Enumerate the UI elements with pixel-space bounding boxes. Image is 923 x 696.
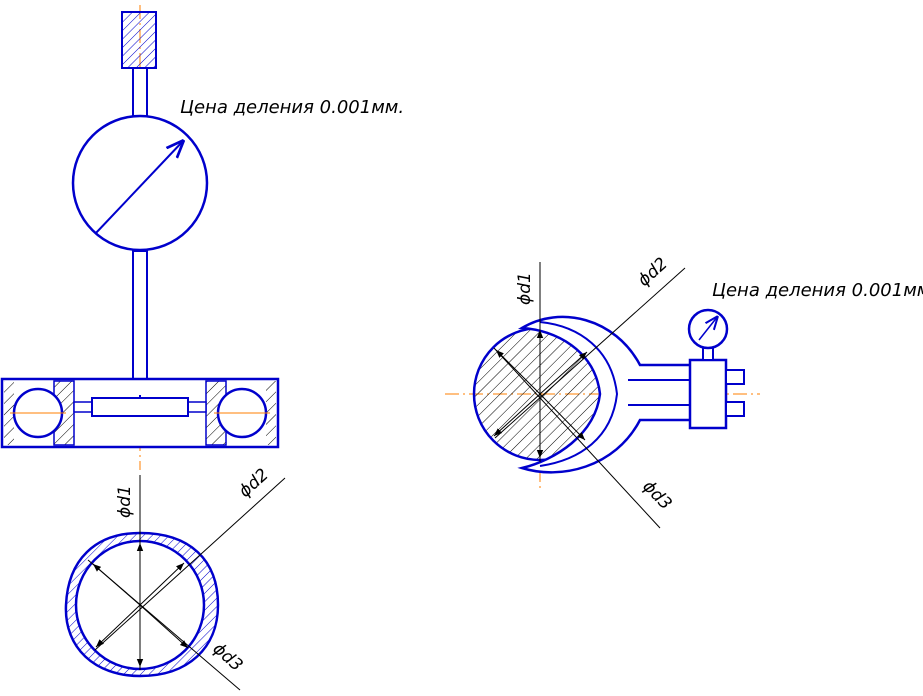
snap-dial-needle <box>698 316 718 341</box>
gauge-note-label: Цена деления 0.001мм. <box>180 97 404 118</box>
indicator-dial <box>71 114 209 252</box>
snap-rod-bottom <box>725 401 745 417</box>
shaft-d2-arrow-2 <box>493 393 541 437</box>
snap-indicator-block <box>688 358 728 430</box>
shaft-d2-line <box>494 267 686 439</box>
shaft-d3-line <box>493 347 661 529</box>
shaft-d1-label: ϕd1 <box>515 272 535 305</box>
shaft-d3-arrow-2 <box>539 393 586 441</box>
indicator-needle <box>94 140 184 235</box>
bore-d2-arrow <box>139 562 185 606</box>
bore-d3-label: ϕd3 <box>209 639 247 676</box>
indicator-lower-stem <box>132 250 148 396</box>
shaft-d3-label: ϕd3 <box>638 477 675 515</box>
snap-rod-top <box>725 369 745 385</box>
indicator-knob <box>121 11 157 69</box>
measuring-rod-center <box>91 397 189 417</box>
snap-gauge-assembly: ϕd1 ϕd2 ϕd3 Цена деления 0.001мм. <box>445 254 923 529</box>
bore-d2-label: ϕd2 <box>235 465 273 502</box>
bore-d2-line <box>94 477 286 651</box>
shaft-d3-arrow <box>495 349 541 395</box>
bearing-ring-right-outer <box>266 381 276 445</box>
snap-note-label: Цена деления 0.001мм. <box>712 280 923 301</box>
dial-indicator-assembly: Цена деления 0.001мм. <box>0 5 404 470</box>
indicator-upper-stem <box>132 67 148 119</box>
snap-gauge-inner-arc <box>539 321 619 467</box>
bore-d3-arrow <box>92 563 141 606</box>
bore-section: ϕd1 ϕd2 ϕd3 <box>64 465 286 691</box>
bore-d1-label: ϕd1 <box>115 485 135 518</box>
snap-gauge-frame <box>517 315 695 474</box>
bore-d2-arrow-2 <box>95 604 141 648</box>
shaft-d2-arrow <box>539 351 588 395</box>
bore-d3-arrow-2 <box>139 604 189 649</box>
bearing-ring-left-outer <box>4 381 14 445</box>
